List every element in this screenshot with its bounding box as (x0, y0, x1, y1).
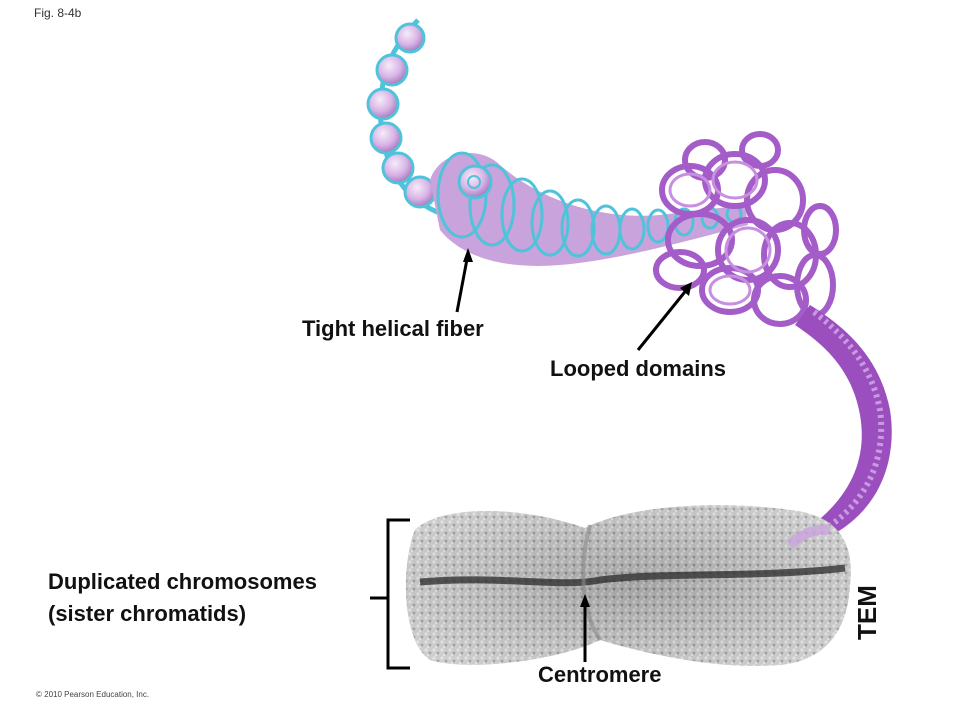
condensed-fiber-illustration (790, 305, 892, 545)
copyright-notice: © 2010 Pearson Education, Inc. (36, 690, 150, 699)
centromere-label: Centromere (538, 662, 662, 687)
tem-label: TEM (852, 585, 882, 640)
looped-domains-pointer (636, 287, 690, 351)
duplicated-chromosomes-label: Duplicated chromosomes (sister chromatid… (48, 566, 317, 630)
tight-fiber-pointer (455, 253, 470, 313)
looped-domains-highlights (668, 160, 772, 306)
duplicated-chromosome-illustration (405, 505, 851, 666)
dna-nucleosome-strand (366, 18, 446, 218)
duplicated-chromosomes-line1: Duplicated chromosomes (48, 569, 317, 594)
duplicated-chromosomes-line2: (sister chromatids) (48, 601, 247, 626)
tight-helical-fiber-label: Tight helical fiber (302, 316, 484, 341)
figure-label: Fig. 8-4b (34, 6, 82, 20)
annotation-pointers (370, 248, 692, 670)
looped-domains-illustration (653, 131, 839, 327)
chromatids-bracket (386, 518, 410, 670)
looped-domains-label: Looped domains (550, 356, 726, 381)
